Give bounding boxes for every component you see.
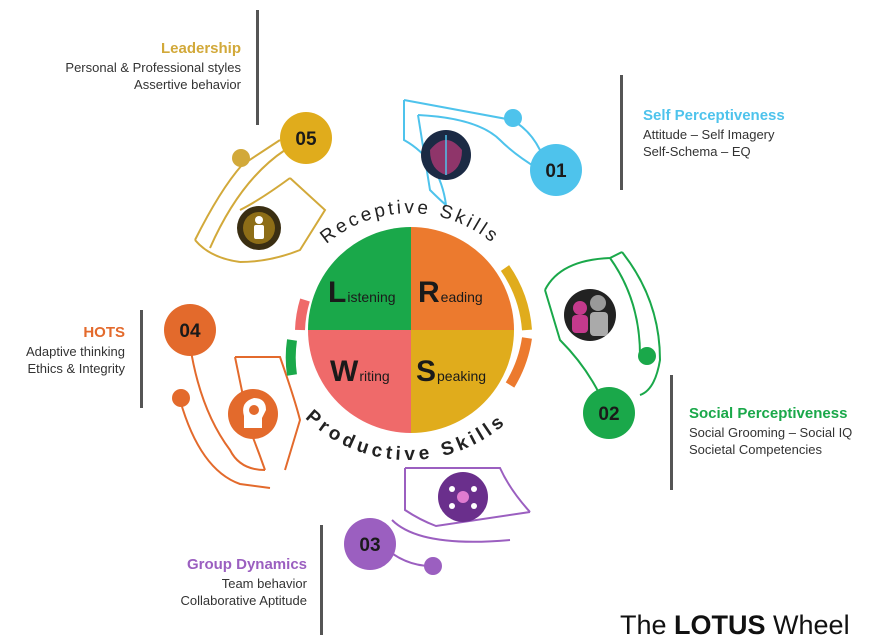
group-dynamics-title: Group Dynamics	[186, 556, 307, 573]
hots-divider	[140, 310, 143, 408]
petal-number-03: 03	[359, 535, 380, 556]
hots-line-2: Ethics & Integrity	[27, 361, 125, 376]
svg-text:Reading: Reading	[418, 276, 483, 309]
svg-text:Writing: Writing	[330, 355, 390, 388]
quadrant-speaking	[411, 330, 514, 433]
leadership-line-2: Assertive behavior	[134, 77, 241, 92]
petal-03	[344, 467, 531, 575]
self-perceptiveness-title: Self Perceptiveness	[643, 107, 785, 124]
social-perceptiveness-label: Social Perceptiveness Social Grooming – …	[689, 405, 871, 458]
social-perceptiveness-divider	[670, 375, 673, 490]
hots-label: HOTS Adaptive thinking Ethics & Integrit…	[0, 324, 125, 377]
leadership-line-1: Personal & Professional styles	[65, 60, 241, 75]
people-group-icon	[564, 289, 616, 341]
quadrant-writing	[308, 330, 411, 433]
listening-rest: istening	[347, 289, 395, 305]
self-perceptiveness-line-1: Attitude – Self Imagery	[643, 127, 775, 142]
group-dynamics-divider	[320, 525, 323, 635]
hots-line-1: Adaptive thinking	[25, 344, 125, 359]
writing-rest: riting	[359, 368, 389, 384]
self-perceptiveness-line-2: Self-Schema – EQ	[643, 144, 751, 159]
petal-05	[194, 112, 332, 263]
reading-initial: R	[418, 276, 440, 309]
self-perceptiveness-label: Self Perceptiveness Attitude – Self Imag…	[643, 107, 853, 160]
petal-number-05: 05	[295, 129, 317, 150]
svg-text:Speaking: Speaking	[416, 355, 486, 388]
group-dynamics-line-2: Collaborative Aptitude	[180, 593, 307, 608]
leadership-title: Leadership	[160, 40, 241, 57]
quadrant-reading	[411, 227, 514, 330]
hots-title: HOTS	[83, 324, 125, 341]
svg-text:Listening: Listening	[328, 276, 396, 309]
leadership-divider	[256, 10, 259, 125]
social-perceptiveness-line-2: Societal Competencies	[689, 442, 822, 457]
petal-02	[544, 251, 662, 439]
brand-suffix: Wheel	[765, 610, 850, 640]
reading-rest: eading	[441, 289, 483, 305]
writing-initial: W	[330, 355, 359, 388]
social-perceptiveness-title: Social Perceptiveness	[689, 405, 848, 422]
leadership-label: Leadership Personal & Professional style…	[20, 40, 241, 93]
brand-prefix: The	[620, 610, 675, 640]
petal-number-02: 02	[598, 404, 619, 425]
petal-04	[164, 304, 302, 489]
petal-number-04: 04	[179, 321, 201, 342]
quadrant-listening	[308, 227, 411, 330]
center-circle: Listening Reading Writing Speaking	[308, 227, 514, 433]
brand-title: The LOTUS Wheel	[620, 610, 850, 641]
petal-number-01: 01	[545, 161, 567, 182]
speaking-initial: S	[416, 355, 436, 388]
group-dynamics-label: Group Dynamics Team behavior Collaborati…	[150, 556, 307, 609]
social-perceptiveness-line-1: Social Grooming – Social IQ	[689, 425, 853, 440]
outer-ring-arcs	[285, 265, 532, 388]
speaking-rest: peaking	[437, 368, 486, 384]
self-perceptiveness-divider	[620, 75, 623, 190]
brand-bold: LOTUS	[674, 610, 766, 640]
group-dynamics-line-1: Team behavior	[221, 576, 307, 591]
listening-initial: L	[328, 276, 346, 309]
petal-01	[403, 99, 582, 206]
